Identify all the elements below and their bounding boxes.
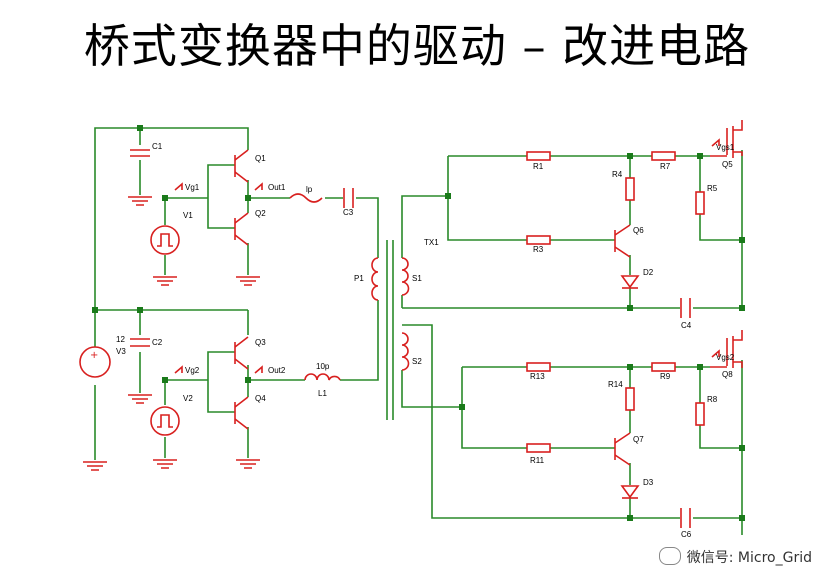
label-lp: lp [306, 185, 313, 194]
label-q2: Q2 [255, 209, 266, 218]
label-vg1: Vg1 [185, 183, 200, 192]
label-vgs2: Vgs2 [716, 353, 735, 362]
label-s2: S2 [412, 357, 422, 366]
svg-text:+: + [90, 350, 98, 361]
label-r1: R1 [533, 162, 544, 171]
label-tx1: TX1 [424, 238, 439, 247]
label-r8: R8 [707, 395, 718, 404]
label-c4: C4 [681, 321, 692, 330]
label-vgs1: Vgs1 [716, 143, 735, 152]
label-c3: C3 [343, 208, 354, 217]
label-c1: C1 [152, 142, 163, 151]
label-q7: Q7 [633, 435, 644, 444]
label-s1: S1 [412, 274, 422, 283]
label-r11: R11 [530, 456, 545, 465]
label-q6: Q6 [633, 226, 644, 235]
label-out2: Out2 [268, 366, 286, 375]
labels: C1 Q1 Vg1 Out1 V1 Q2 lp C3 TX1 P1 S1 S2 … [116, 142, 735, 539]
label-r4: R4 [612, 170, 623, 179]
watermark: 微信号: Micro_Grid [658, 547, 812, 567]
label-vg2: Vg2 [185, 366, 200, 375]
label-l1: L1 [318, 389, 327, 398]
label-q1: Q1 [255, 154, 266, 163]
label-c2: C2 [152, 338, 163, 347]
label-v1: V1 [183, 211, 193, 220]
label-r3: R3 [533, 245, 544, 254]
label-10p: 10p [316, 362, 330, 371]
left-wires [94, 127, 743, 535]
label-d3: D3 [643, 478, 654, 487]
page-title: 桥式变换器中的驱动 – 改进电路 [83, 19, 751, 73]
label-r5: R5 [707, 184, 718, 193]
label-out1: Out1 [268, 183, 286, 192]
label-d2: D2 [643, 268, 654, 277]
label-q5: Q5 [722, 160, 733, 169]
label-q4: Q4 [255, 394, 266, 403]
watermark-text: 微信号: Micro_Grid [686, 550, 812, 566]
wechat-icon [658, 547, 681, 565]
label-r9: R9 [660, 372, 671, 381]
label-r7: R7 [660, 162, 671, 171]
label-c6: C6 [681, 530, 692, 539]
label-q3: Q3 [255, 338, 266, 347]
label-v3: V3 [116, 347, 126, 356]
label-r13: R13 [530, 372, 545, 381]
label-v2: V2 [183, 394, 193, 403]
nodes [92, 125, 745, 521]
label-v3-value: 12 [116, 335, 125, 344]
label-p1: P1 [354, 274, 364, 283]
label-q8: Q8 [722, 370, 733, 379]
label-r14: R14 [608, 380, 623, 389]
components: + [79, 120, 743, 528]
